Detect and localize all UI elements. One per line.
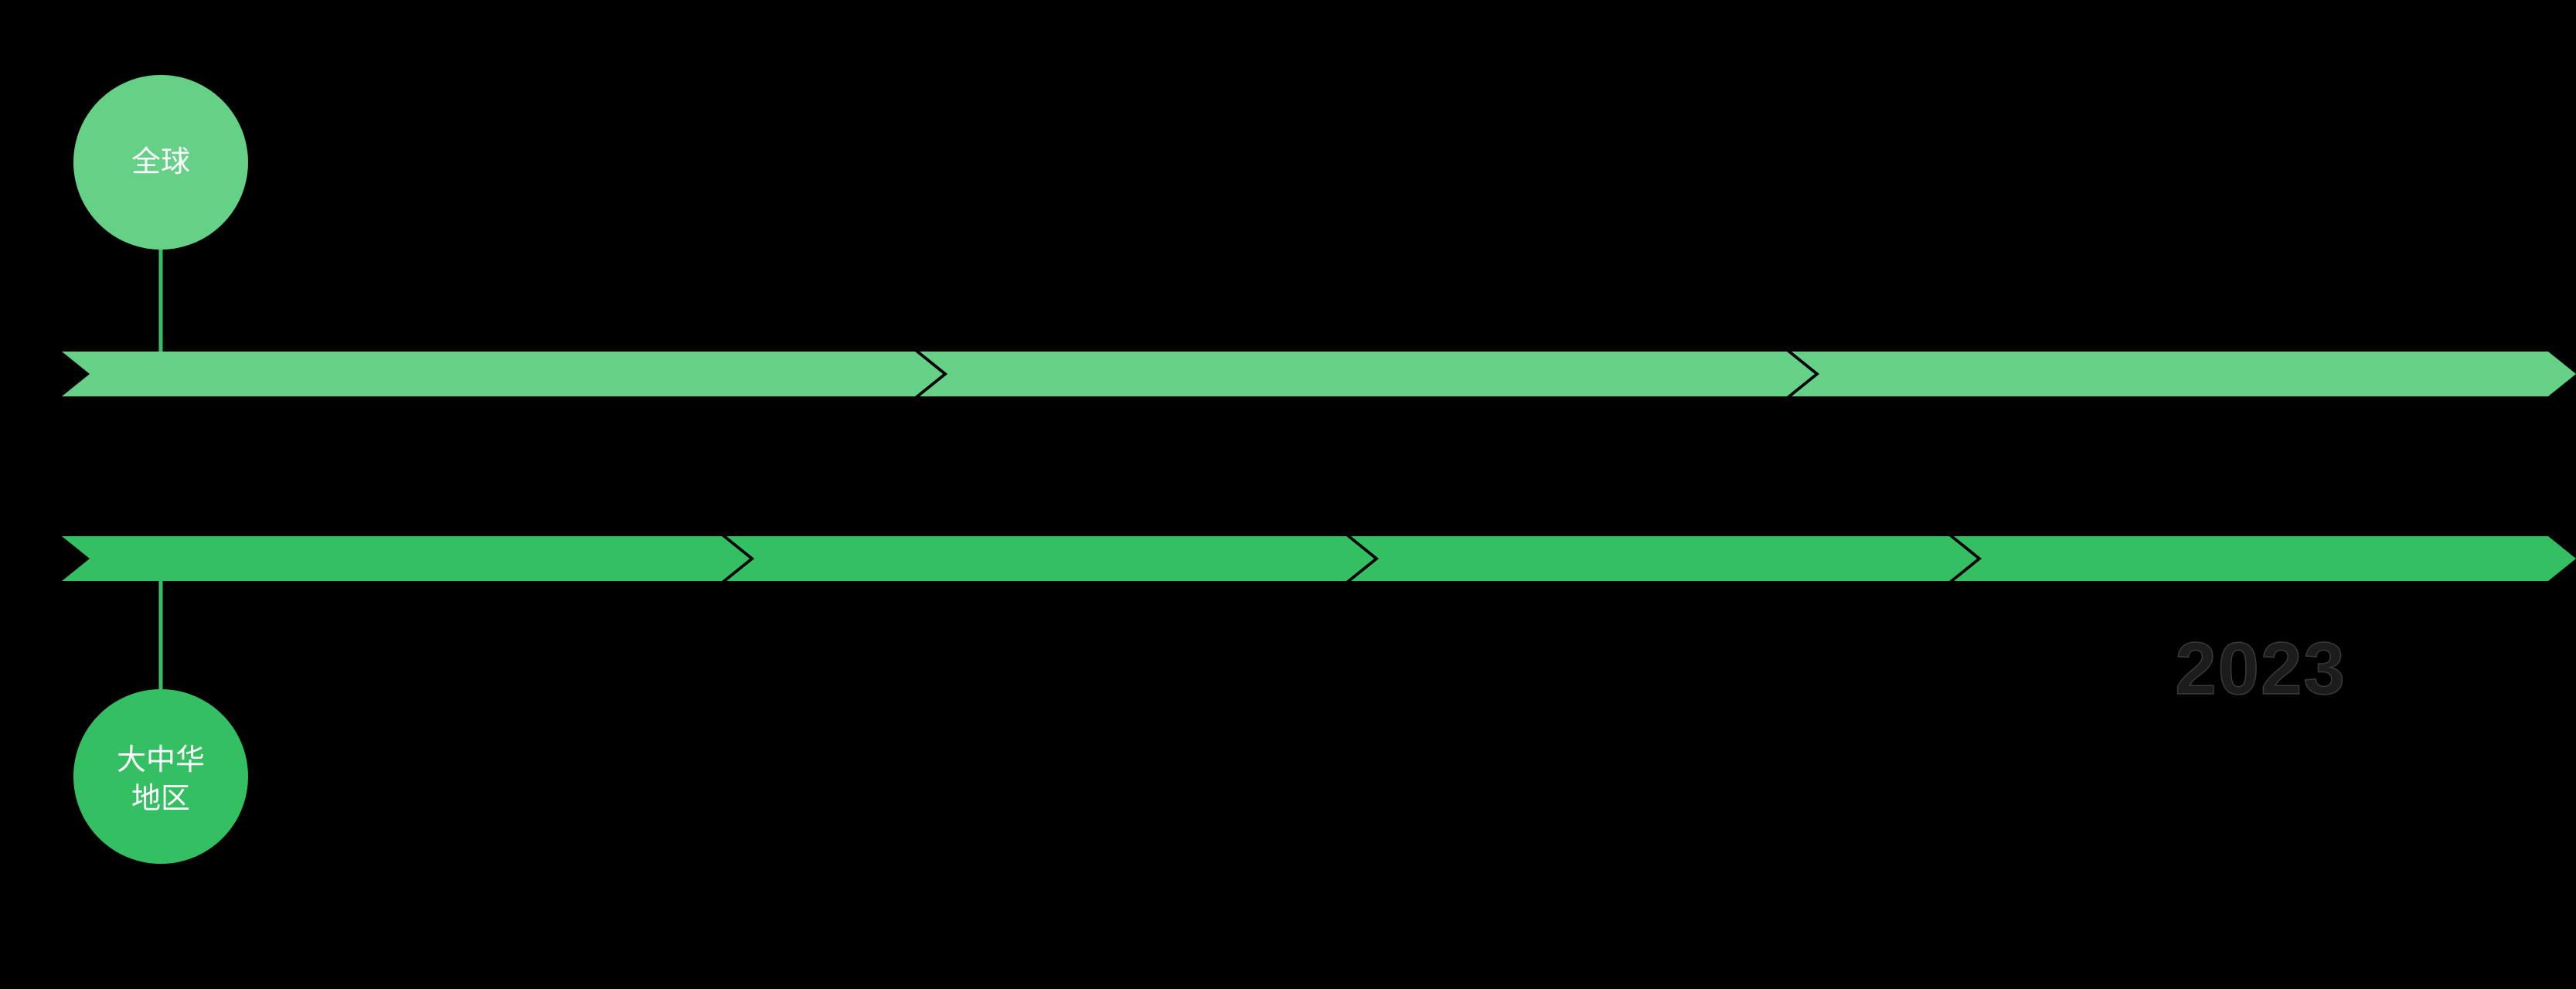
track-greater-china-segment-3[interactable] xyxy=(1351,536,1977,581)
track-global-segment-1[interactable] xyxy=(62,352,943,396)
node-global-circle[interactable] xyxy=(73,75,248,250)
connector-greater-china-stem xyxy=(158,576,163,697)
track-greater-china-segment-2[interactable] xyxy=(727,536,1374,581)
connector-group xyxy=(158,246,163,697)
track-global[interactable] xyxy=(62,352,2576,396)
node-global[interactable]: 全球 xyxy=(73,75,248,250)
track-global-segment-2[interactable] xyxy=(920,352,1815,396)
year-2023-label: 2023 xyxy=(2175,627,2346,710)
annotation-year-2023: 2023 xyxy=(2174,627,2346,711)
track-greater-china-segment-4[interactable] xyxy=(1954,536,2576,581)
node-global-label: 全球 xyxy=(131,146,190,178)
node-greater-china-circle[interactable] xyxy=(73,689,248,864)
track-global-segment-3[interactable] xyxy=(1792,352,2576,396)
track-greater-china-segment-1[interactable] xyxy=(62,536,750,581)
node-greater-china[interactable]: 大中华 地区 xyxy=(73,689,248,864)
connector-global-stem xyxy=(158,246,163,355)
track-greater-china[interactable] xyxy=(62,536,2576,581)
node-greater-china-label-line-1: 大中华 xyxy=(117,744,205,777)
node-greater-china-label-line-2: 地区 xyxy=(131,783,190,815)
